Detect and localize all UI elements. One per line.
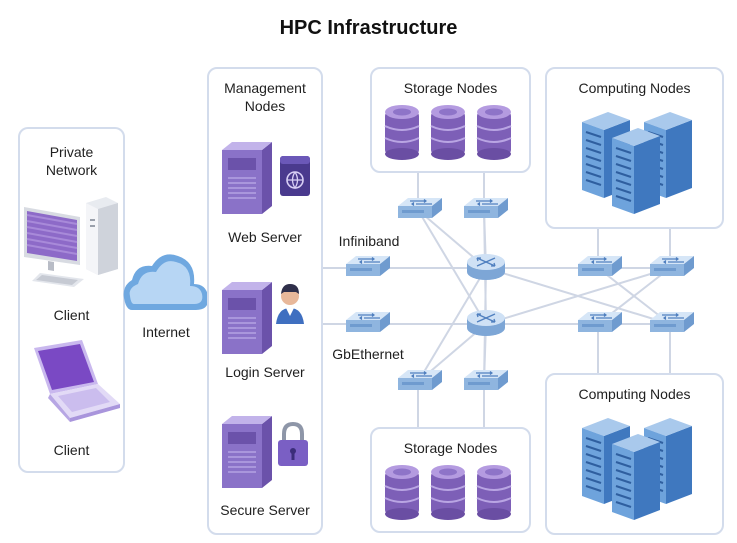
- switch-icon: [397, 369, 443, 391]
- login-server-icon: [222, 281, 304, 355]
- secure-server-label: Secure Server: [220, 502, 310, 518]
- switch-icon: [463, 197, 509, 219]
- client-label-1: Client: [53, 307, 90, 323]
- laptop-icon: [34, 340, 120, 422]
- desktop-computer-icon: [24, 197, 118, 287]
- switch-icon: [649, 255, 695, 277]
- switch-icon: [649, 311, 695, 333]
- switch-icon: [577, 311, 623, 333]
- private-network-title: Private Network: [45, 144, 98, 178]
- client-label-2: Client: [53, 442, 90, 458]
- storage-nodes-title-bottom: Storage Nodes: [403, 440, 498, 456]
- switch-icon: [345, 311, 391, 333]
- switch-icon: [397, 197, 443, 219]
- switch-icon: [463, 369, 509, 391]
- switch-icon: [345, 255, 391, 277]
- management-nodes-title: Management Nodes: [224, 80, 306, 114]
- login-server-label: Login Server: [225, 364, 305, 380]
- computing-nodes-title-bottom: Computing Nodes: [578, 386, 691, 402]
- web-server-label: Web Server: [228, 229, 302, 245]
- gbethernet-label: GbEthernet: [332, 346, 404, 362]
- router-icon: [466, 253, 506, 281]
- cloud-icon: [123, 254, 209, 310]
- infiniband-label: Infiniband: [338, 233, 400, 249]
- switch-icon: [577, 255, 623, 277]
- web-server-icon: [222, 141, 310, 215]
- internet-label: Internet: [142, 324, 190, 340]
- storage-nodes-title-top: Storage Nodes: [403, 80, 498, 96]
- diagram-title: HPC Infrastructure: [279, 17, 458, 39]
- secure-server-icon: [222, 415, 308, 489]
- router-icon: [466, 309, 506, 337]
- computing-nodes-title-top: Computing Nodes: [578, 80, 691, 96]
